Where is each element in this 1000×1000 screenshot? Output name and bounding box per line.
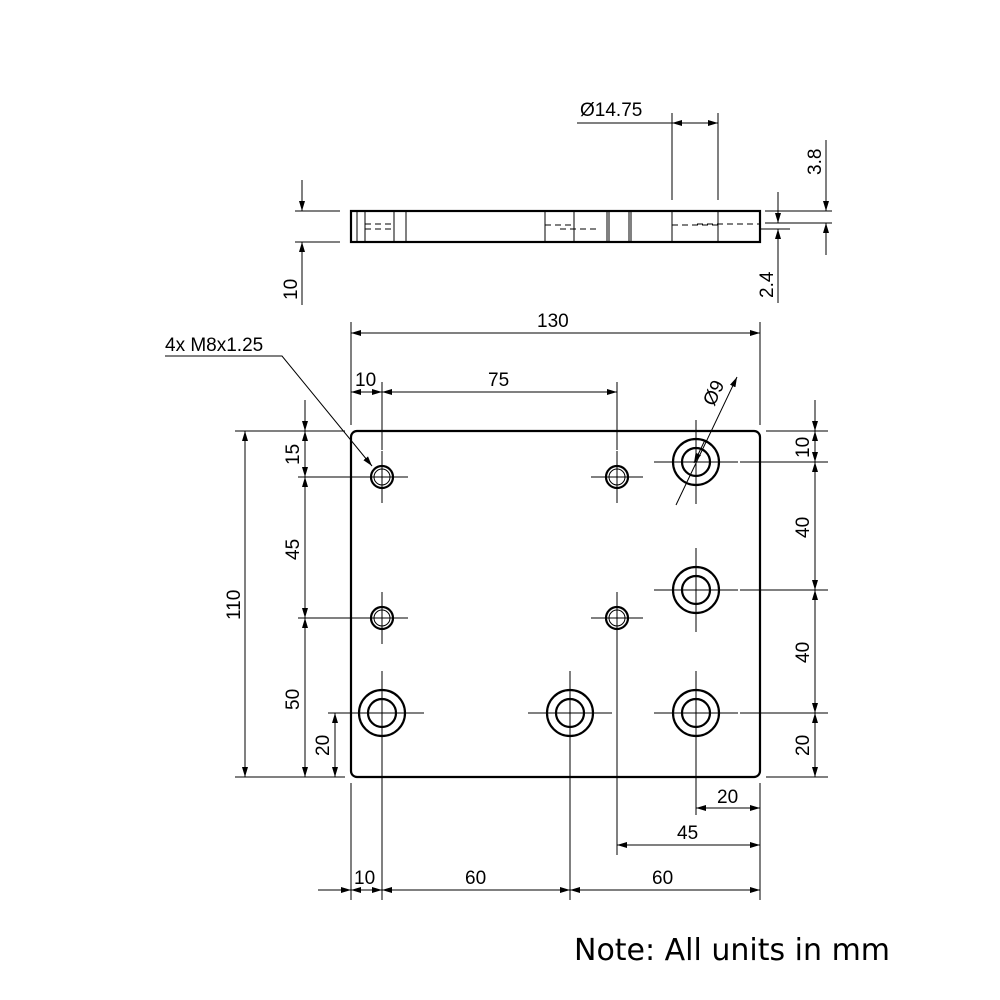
dim-width: 130 — [537, 311, 569, 332]
dim-height: 110 — [224, 590, 245, 620]
dim-bottom-1: 60 — [465, 868, 486, 889]
side-view: 10 Ø14.75 3.8 2.4 — [281, 100, 832, 305]
dim-counterbore-diameter: Ø14.75 — [580, 100, 642, 121]
dim-left-2: 50 — [283, 689, 304, 710]
dim-right-1: 40 — [793, 517, 814, 538]
units-note: Note: All units in mm — [574, 933, 890, 968]
plate-side-outline — [349, 209, 762, 244]
dim-left-3: 20 — [313, 735, 334, 756]
dim-bottom-offset: 2.4 — [757, 271, 778, 298]
dim-left-1: 45 — [283, 539, 304, 560]
thread-callout: 4x M8x1.25 — [165, 335, 263, 356]
dim-bottom-2: 60 — [652, 868, 673, 889]
counterbored-hole — [528, 671, 612, 755]
plate-top-outline — [349, 429, 762, 779]
threaded-holes — [356, 451, 643, 644]
dim-right-2: 40 — [793, 642, 814, 663]
threaded-hole — [591, 451, 643, 503]
top-view: 130 4x M8x1.25 10 75 Ø9 110 15 45 50 20 — [165, 311, 828, 900]
counterbored-hole — [654, 548, 738, 632]
dim-top-1: 75 — [488, 370, 509, 391]
dim-counterbore-depth: 3.8 — [805, 149, 826, 175]
dim-hole-diameter: Ø9 — [699, 377, 729, 409]
counterbored-hole — [654, 671, 738, 755]
dim-right-3: 20 — [793, 735, 814, 756]
dim-bottom-right-0: 20 — [717, 787, 738, 808]
threaded-hole — [591, 592, 643, 644]
hidden-hole-lines — [356, 211, 760, 242]
counterbored-holes — [340, 420, 738, 755]
dim-bottom-0: 10 — [354, 868, 375, 889]
threaded-hole — [356, 451, 408, 503]
dim-thickness: 10 — [281, 279, 302, 300]
dim-top-0: 10 — [355, 370, 376, 391]
dim-bottom-right-1: 45 — [677, 823, 698, 844]
threaded-hole — [356, 592, 408, 644]
dim-right-0: 10 — [793, 437, 814, 458]
dim-left-0: 15 — [283, 444, 304, 465]
